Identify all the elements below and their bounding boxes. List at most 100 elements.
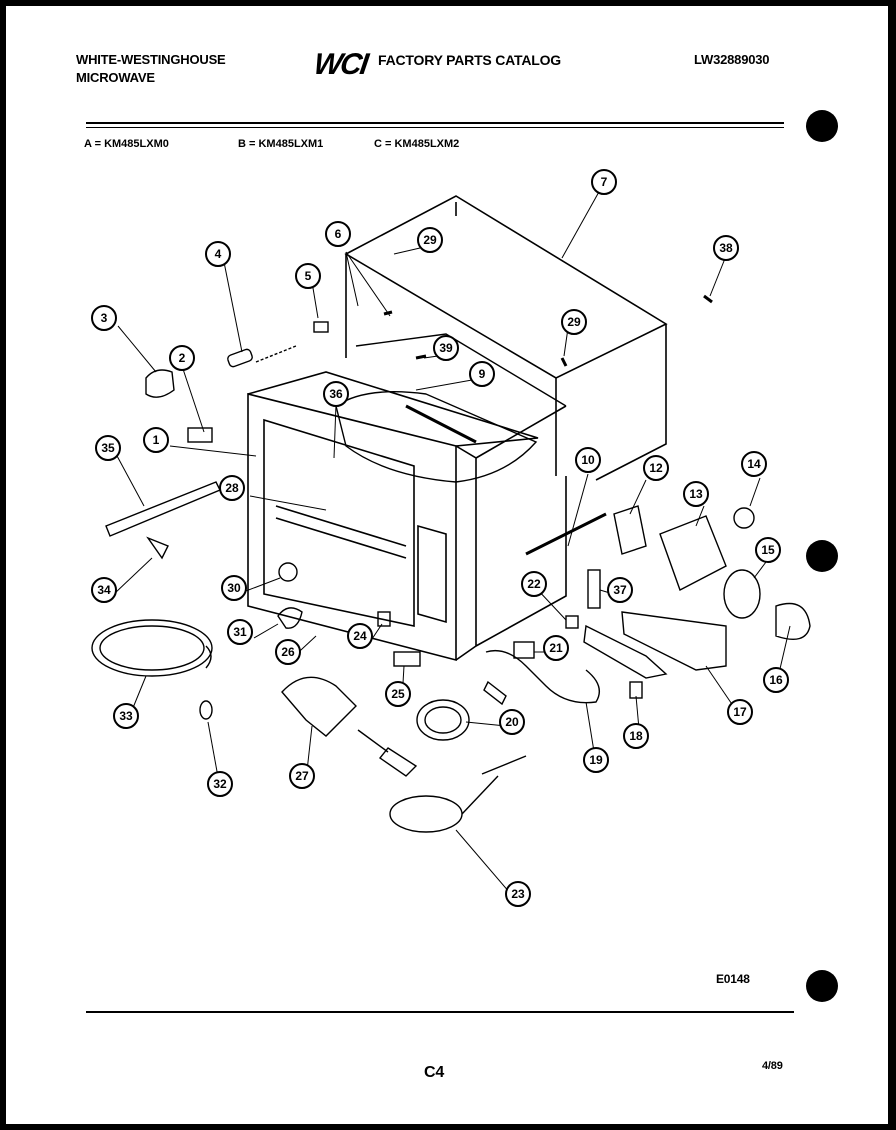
callout-33: 33 xyxy=(113,703,139,729)
callout-36: 36 xyxy=(323,381,349,407)
catalog-title: FACTORY PARTS CATALOG xyxy=(378,52,561,68)
callout-number: 12 xyxy=(649,461,663,475)
callout-12: 12 xyxy=(643,455,669,481)
brand-name: WHITE-WESTINGHOUSE xyxy=(76,52,226,67)
callout-circle xyxy=(623,723,649,749)
callout-circle xyxy=(575,447,601,473)
callout-circle xyxy=(433,335,459,361)
callout-number: 38 xyxy=(719,241,733,255)
callout-32: 32 xyxy=(207,771,233,797)
callout-number: 7 xyxy=(601,175,608,189)
callout-number: 6 xyxy=(335,227,342,241)
callout-39: 39 xyxy=(433,335,459,361)
callout-number: 33 xyxy=(119,709,133,723)
callout-number: 2 xyxy=(179,351,186,365)
callout-6: 6 xyxy=(325,221,351,247)
callout-25: 25 xyxy=(385,681,411,707)
callout-circle xyxy=(323,381,349,407)
callout-22: 22 xyxy=(521,571,547,597)
binder-hole xyxy=(806,110,838,142)
callout-circle xyxy=(713,235,739,261)
callout-4: 4 xyxy=(205,241,231,267)
callout-circle xyxy=(521,571,547,597)
callout-number: 28 xyxy=(225,481,239,495)
callout-20: 20 xyxy=(499,709,525,735)
callout-number: 17 xyxy=(733,705,747,719)
callout-29: 29 xyxy=(417,227,443,253)
callout-number: 4 xyxy=(215,247,222,261)
oven-cavity-frame xyxy=(247,371,567,662)
callout-16: 16 xyxy=(763,667,789,693)
callout-number: 29 xyxy=(567,315,581,329)
callout-34: 34 xyxy=(91,577,117,603)
callout-38: 38 xyxy=(713,235,739,261)
product-type: MICROWAVE xyxy=(76,70,155,85)
callout-circle xyxy=(221,575,247,601)
callout-number: 10 xyxy=(581,453,595,467)
figure-code: E0148 xyxy=(716,972,750,986)
callout-circle xyxy=(91,305,117,331)
callout-circle xyxy=(347,623,373,649)
page-number: C4 xyxy=(424,1064,445,1081)
callout-circle xyxy=(499,709,525,735)
callout-circle xyxy=(727,699,753,725)
callout-number: 14 xyxy=(747,457,761,471)
callout-number: 9 xyxy=(479,367,486,381)
callout-number: 19 xyxy=(589,753,603,767)
callout-number: 27 xyxy=(295,769,309,783)
callout-circle xyxy=(543,635,569,661)
callout-circle xyxy=(741,451,767,477)
header-divider-thin xyxy=(86,127,784,128)
callout-circle xyxy=(583,747,609,773)
callout-group: 1234567910121314151617181920212223242526… xyxy=(91,169,789,907)
callout-number: 22 xyxy=(527,577,541,591)
callout-circle xyxy=(763,667,789,693)
callout-18: 18 xyxy=(623,723,649,749)
callout-26: 26 xyxy=(275,639,301,665)
cabinet-outer-wrapper xyxy=(344,195,668,481)
callout-circle xyxy=(207,771,233,797)
callout-19: 19 xyxy=(583,747,609,773)
callout-10: 10 xyxy=(575,447,601,473)
callout-14: 14 xyxy=(741,451,767,477)
callout-number: 16 xyxy=(769,673,783,687)
callout-circle xyxy=(591,169,617,195)
callout-27: 27 xyxy=(289,763,315,789)
callout-number: 15 xyxy=(761,543,775,557)
callout-number: 18 xyxy=(629,729,643,743)
callout-17: 17 xyxy=(727,699,753,725)
callout-circle xyxy=(325,221,351,247)
callout-circle xyxy=(417,227,443,253)
callout-31: 31 xyxy=(227,619,253,645)
callout-30: 30 xyxy=(221,575,247,601)
callout-3: 3 xyxy=(91,305,117,331)
callout-number: 37 xyxy=(613,583,627,597)
callout-circle xyxy=(289,763,315,789)
callout-number: 34 xyxy=(97,583,111,597)
callout-15: 15 xyxy=(755,537,781,563)
callout-circle xyxy=(385,681,411,707)
callout-circle xyxy=(91,577,117,603)
callout-37: 37 xyxy=(607,577,633,603)
callout-number: 31 xyxy=(233,625,247,639)
model-b-label: B = KM485LXM1 xyxy=(238,138,324,150)
callout-circle xyxy=(113,703,139,729)
callout-circle xyxy=(295,263,321,289)
callout-circle xyxy=(95,435,121,461)
callout-number: 21 xyxy=(549,641,563,655)
small-parts xyxy=(91,294,811,833)
document-number: LW32889030 xyxy=(694,52,770,67)
callout-number: 35 xyxy=(101,441,115,455)
callout-number: 24 xyxy=(353,629,367,643)
model-c-label: C = KM485LXM2 xyxy=(374,138,460,150)
binder-hole xyxy=(806,540,838,572)
callout-circle xyxy=(227,619,253,645)
callout-number: 5 xyxy=(305,269,312,283)
callout-28: 28 xyxy=(219,475,245,501)
binder-hole xyxy=(806,970,838,1002)
callout-circle xyxy=(205,241,231,267)
callout-5: 5 xyxy=(295,263,321,289)
callout-circle xyxy=(607,577,633,603)
callout-number: 13 xyxy=(689,487,703,501)
footer-divider xyxy=(86,1011,794,1013)
